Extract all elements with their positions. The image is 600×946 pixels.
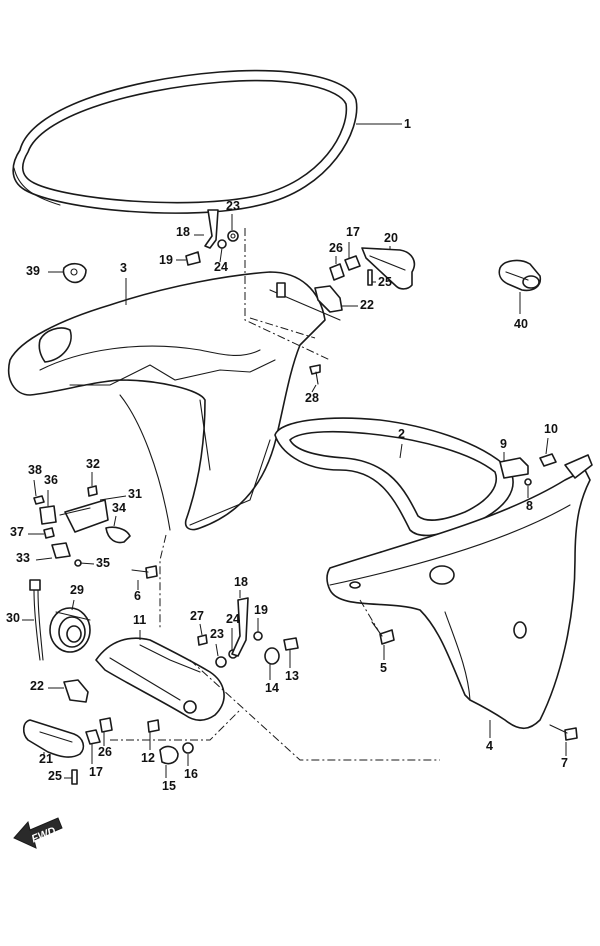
part-number-label-29: 29: [70, 583, 84, 597]
tie-strap-part-30: [29, 579, 44, 661]
part-number-label-19: 19: [159, 253, 173, 267]
part-number-label-24: 24: [226, 612, 240, 626]
part-number-label-25: 25: [48, 769, 62, 783]
lower-side-cover-part: [326, 454, 593, 730]
part-number-label-19: 19: [254, 603, 268, 617]
callout-leader-line: [113, 515, 117, 527]
callout-leader-line: [311, 384, 317, 393]
callout-leader-line: [545, 437, 549, 455]
part-number-label-2: 2: [398, 427, 405, 441]
part-number-label-18: 18: [234, 575, 248, 589]
callout-leader-line: [79, 562, 95, 565]
part-number-label-15: 15: [162, 779, 176, 793]
screw-part-28: [309, 364, 321, 385]
part-number-label-13: 13: [285, 669, 299, 683]
callout-leader-line: [33, 479, 37, 497]
part-number-label-1: 1: [404, 117, 411, 131]
part-number-label-34: 34: [112, 501, 126, 515]
bolt-part-6: [131, 565, 158, 579]
callout-leader-line: [199, 623, 203, 636]
clip-part-39: [62, 262, 87, 284]
part-number-label-17: 17: [89, 765, 103, 779]
part-number-label-28: 28: [305, 391, 319, 405]
bolt-part-7: [549, 724, 578, 741]
part-number-label-22: 22: [30, 679, 44, 693]
part-number-label-35: 35: [96, 556, 110, 570]
callout-leader-line: [219, 247, 223, 263]
part-number-label-20: 20: [384, 231, 398, 245]
part-number-label-33: 33: [16, 551, 30, 565]
part-number-label-32: 32: [86, 457, 100, 471]
part-number-label-5: 5: [380, 661, 387, 675]
lower-bracket-part-11: [95, 637, 225, 722]
callout-leader-line: [35, 557, 53, 561]
part-number-label-6: 6: [134, 589, 141, 603]
lower-cover-frame-part: [274, 417, 514, 537]
part-number-label-7: 7: [561, 756, 568, 770]
part-number-label-31: 31: [128, 487, 142, 501]
switch-cluster-lower: [22, 679, 113, 785]
part-number-label-39: 39: [26, 264, 40, 278]
part-number-label-23: 23: [226, 199, 240, 213]
part-number-label-4: 4: [486, 739, 493, 753]
part-number-label-27: 27: [190, 609, 204, 623]
wire-bracket-group: [33, 485, 131, 567]
part-number-label-40: 40: [514, 317, 528, 331]
part-number-label-10: 10: [544, 422, 558, 436]
fastener-group-lower: [147, 597, 299, 765]
part-number-label-26: 26: [329, 241, 343, 255]
bolt-part-5: [371, 621, 395, 645]
callout-leader-line: [399, 443, 403, 459]
part-number-label-38: 38: [28, 463, 42, 477]
callout-leader-line: [71, 599, 75, 611]
callout-labels: 1234567891011121314151617171818191920212…: [6, 117, 568, 793]
part-number-label-14: 14: [265, 681, 279, 695]
fwd-arrow-icon: FWD: [13, 817, 63, 849]
part-number-label-11: 11: [133, 613, 146, 627]
callout-leader-line: [99, 495, 127, 501]
bracket-cluster-upper: [185, 209, 239, 266]
bracket-part-9: [499, 453, 557, 486]
part-number-label-8: 8: [526, 499, 533, 513]
part-number-label-18: 18: [176, 225, 190, 239]
grommet-part-29: [49, 607, 91, 653]
switch-cluster-upper: [269, 247, 416, 321]
part-number-label-12: 12: [141, 751, 155, 765]
part-number-label-3: 3: [120, 261, 127, 275]
part-number-label-25: 25: [378, 275, 392, 289]
part-number-label-21: 21: [39, 752, 53, 766]
seal-ring-part: [12, 69, 358, 214]
part-number-label-17: 17: [346, 225, 360, 239]
part-number-label-24: 24: [214, 260, 228, 274]
callout-leader-line: [215, 643, 219, 657]
part-number-label-23: 23: [210, 627, 224, 641]
part-number-label-37: 37: [10, 525, 24, 539]
grommet-part-40: [498, 259, 542, 292]
part-number-label-9: 9: [500, 437, 507, 451]
assembly-leader-lines: [110, 228, 440, 761]
part-number-label-30: 30: [6, 611, 20, 625]
upper-side-cover-part: [8, 271, 326, 531]
part-number-label-36: 36: [44, 473, 58, 487]
part-number-label-16: 16: [184, 767, 198, 781]
part-number-label-22: 22: [360, 298, 374, 312]
part-number-label-26: 26: [98, 745, 112, 759]
